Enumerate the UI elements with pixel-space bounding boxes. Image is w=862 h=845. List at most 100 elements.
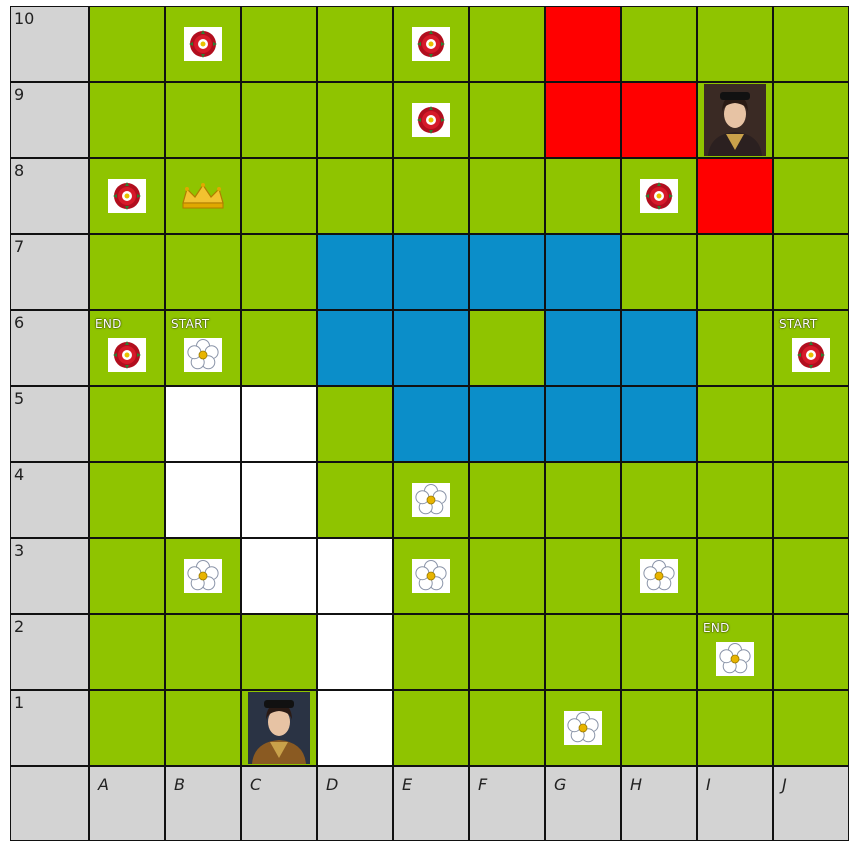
board-cell-d7-water[interactable] (317, 234, 393, 310)
board-cell-b10-grass[interactable] (165, 6, 241, 82)
board-cell-j2-grass[interactable] (773, 614, 849, 690)
board-cell-b7-grass[interactable] (165, 234, 241, 310)
board-cell-h5-water[interactable] (621, 386, 697, 462)
white-rose-icon[interactable] (412, 559, 450, 593)
board-cell-c9-grass[interactable] (241, 82, 317, 158)
board-cell-d1-path[interactable] (317, 690, 393, 766)
board-cell-i2-grass[interactable]: END (697, 614, 773, 690)
board-cell-f7-water[interactable] (469, 234, 545, 310)
board-cell-b6-grass[interactable]: START (165, 310, 241, 386)
board-cell-j10-grass[interactable] (773, 6, 849, 82)
board-cell-j4-grass[interactable] (773, 462, 849, 538)
board-cell-g1-grass[interactable] (545, 690, 621, 766)
board-cell-f1-grass[interactable] (469, 690, 545, 766)
board-cell-b3-grass[interactable] (165, 538, 241, 614)
board-cell-e1-grass[interactable] (393, 690, 469, 766)
board-cell-b9-grass[interactable] (165, 82, 241, 158)
board-cell-e9-grass[interactable] (393, 82, 469, 158)
board-cell-h9-red-territory[interactable] (621, 82, 697, 158)
board-cell-d2-path[interactable] (317, 614, 393, 690)
board-cell-e5-water[interactable] (393, 386, 469, 462)
board-cell-c10-grass[interactable] (241, 6, 317, 82)
board-cell-g6-water[interactable] (545, 310, 621, 386)
board-cell-a3-grass[interactable] (89, 538, 165, 614)
board-cell-a7-grass[interactable] (89, 234, 165, 310)
board-cell-b2-grass[interactable] (165, 614, 241, 690)
red-rose-icon[interactable] (412, 27, 450, 61)
board-cell-e6-water[interactable] (393, 310, 469, 386)
board-cell-h1-grass[interactable] (621, 690, 697, 766)
board-cell-f9-grass[interactable] (469, 82, 545, 158)
board-cell-c5-path[interactable] (241, 386, 317, 462)
red-rose-icon[interactable] (640, 179, 678, 213)
board-cell-a10-grass[interactable] (89, 6, 165, 82)
board-cell-d3-path[interactable] (317, 538, 393, 614)
board-cell-d4-grass[interactable] (317, 462, 393, 538)
board-cell-a2-grass[interactable] (89, 614, 165, 690)
board-cell-d8-grass[interactable] (317, 158, 393, 234)
board-cell-d10-grass[interactable] (317, 6, 393, 82)
board-cell-e2-grass[interactable] (393, 614, 469, 690)
board-cell-h6-water[interactable] (621, 310, 697, 386)
board-cell-f6-grass[interactable] (469, 310, 545, 386)
board-cell-f3-grass[interactable] (469, 538, 545, 614)
board-cell-h4-grass[interactable] (621, 462, 697, 538)
board-cell-g2-grass[interactable] (545, 614, 621, 690)
crown-icon[interactable] (179, 181, 227, 211)
board-cell-j3-grass[interactable] (773, 538, 849, 614)
board-cell-j8-grass[interactable] (773, 158, 849, 234)
board-cell-c8-grass[interactable] (241, 158, 317, 234)
white-rose-icon[interactable] (412, 483, 450, 517)
board-cell-i3-grass[interactable] (697, 538, 773, 614)
board-cell-b8-grass[interactable] (165, 158, 241, 234)
board-cell-i9-grass[interactable] (697, 82, 773, 158)
board-cell-g8-grass[interactable] (545, 158, 621, 234)
white-rose-icon[interactable] (184, 338, 222, 372)
board-cell-a9-grass[interactable] (89, 82, 165, 158)
board-cell-g9-red-territory[interactable] (545, 82, 621, 158)
board-cell-g10-red-territory[interactable] (545, 6, 621, 82)
white-rose-icon[interactable] (716, 642, 754, 676)
king-portrait-lancaster-icon[interactable] (704, 84, 766, 156)
board-cell-h7-grass[interactable] (621, 234, 697, 310)
board-cell-e8-grass[interactable] (393, 158, 469, 234)
board-cell-f4-grass[interactable] (469, 462, 545, 538)
board-cell-a4-grass[interactable] (89, 462, 165, 538)
board-cell-c3-path[interactable] (241, 538, 317, 614)
board-cell-b1-grass[interactable] (165, 690, 241, 766)
king-portrait-york-icon[interactable] (248, 692, 310, 764)
board-cell-g5-water[interactable] (545, 386, 621, 462)
board-cell-c6-grass[interactable] (241, 310, 317, 386)
board-cell-a8-grass[interactable] (89, 158, 165, 234)
board-cell-f8-grass[interactable] (469, 158, 545, 234)
board-cell-i7-grass[interactable] (697, 234, 773, 310)
board-cell-j5-grass[interactable] (773, 386, 849, 462)
red-rose-icon[interactable] (184, 27, 222, 61)
board-cell-g4-grass[interactable] (545, 462, 621, 538)
board-cell-i10-grass[interactable] (697, 6, 773, 82)
red-rose-icon[interactable] (412, 103, 450, 137)
red-rose-icon[interactable] (792, 338, 830, 372)
board-cell-a6-grass[interactable]: END (89, 310, 165, 386)
board-cell-g3-grass[interactable] (545, 538, 621, 614)
board-cell-c7-grass[interactable] (241, 234, 317, 310)
board-cell-j6-grass[interactable]: START (773, 310, 849, 386)
board-cell-i1-grass[interactable] (697, 690, 773, 766)
red-rose-icon[interactable] (108, 338, 146, 372)
board-cell-i4-grass[interactable] (697, 462, 773, 538)
board-cell-f5-water[interactable] (469, 386, 545, 462)
board-cell-i8-red-territory[interactable] (697, 158, 773, 234)
board-cell-c4-path[interactable] (241, 462, 317, 538)
board-cell-i5-grass[interactable] (697, 386, 773, 462)
board-cell-h10-grass[interactable] (621, 6, 697, 82)
white-rose-icon[interactable] (564, 711, 602, 745)
board-cell-h8-grass[interactable] (621, 158, 697, 234)
board-cell-f2-grass[interactable] (469, 614, 545, 690)
board-cell-j7-grass[interactable] (773, 234, 849, 310)
board-cell-e7-water[interactable] (393, 234, 469, 310)
board-cell-c2-grass[interactable] (241, 614, 317, 690)
white-rose-icon[interactable] (640, 559, 678, 593)
board-cell-f10-grass[interactable] (469, 6, 545, 82)
board-cell-g7-water[interactable] (545, 234, 621, 310)
board-cell-a5-grass[interactable] (89, 386, 165, 462)
